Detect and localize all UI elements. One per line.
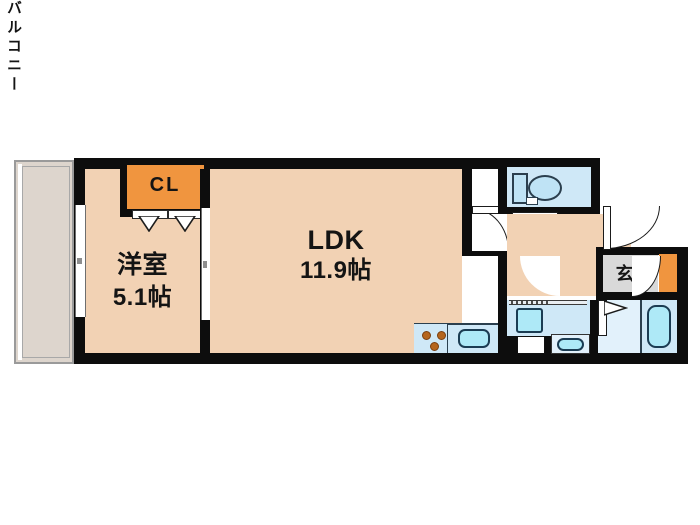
wall-wm-right: [545, 336, 551, 354]
stove-burner-3: [430, 342, 439, 351]
wall-toilet-bottom: [498, 207, 600, 214]
wall-kitchen-left-nub: [410, 318, 415, 354]
stove-burner-2: [437, 331, 446, 340]
balcony-inner-ledge: [18, 164, 22, 360]
bathroom-door-fold-arrow: [604, 300, 628, 316]
room-closet: [126, 165, 204, 209]
hallway-door-swing[interactable]: [472, 208, 509, 251]
balcony-floor: [22, 166, 70, 358]
vanity-counter-dots: [511, 301, 551, 304]
wall-top-toilet: [501, 158, 600, 167]
toilet-tank: [512, 173, 528, 204]
toilet-flush-lever: [526, 197, 538, 205]
entrance-door-swing[interactable]: [605, 206, 660, 249]
kitchen-counter-edge: [414, 323, 498, 325]
wall-washroom-right: [590, 300, 598, 354]
wall-genkan-right: [677, 247, 688, 298]
bathtub: [647, 305, 671, 348]
wall-ldk-hall: [462, 169, 472, 255]
wall-top-main: [74, 158, 501, 169]
closet-label: CL: [149, 174, 181, 196]
ldk-area: 11.9帖: [300, 257, 372, 284]
ldk-name: LDK: [307, 225, 365, 255]
closet-door-arrow-left: [138, 216, 160, 232]
balcony-label: バルコニー: [5, 0, 22, 95]
wall-toilet-left: [498, 158, 507, 213]
wall-genkan-top: [596, 247, 688, 255]
wall-genkan-bottom: [596, 292, 688, 300]
kitchen-sink: [458, 329, 490, 348]
vanity-basin: [516, 308, 543, 333]
wall-right-exterior: [677, 292, 688, 364]
bath-tub-divider: [640, 300, 642, 353]
room-western-area: 5.1帖: [112, 284, 173, 311]
wall-right-upper: [590, 158, 600, 212]
toilet-bowl: [528, 175, 562, 201]
wall-genkan-left: [596, 247, 603, 298]
entrance-door-leaf[interactable]: [603, 206, 611, 250]
washing-machine-space: [517, 336, 545, 354]
entrance-label: 玄: [615, 264, 635, 284]
wall-hall-vert-lower: [498, 248, 507, 354]
closet-door-arrow-right: [174, 216, 196, 232]
bathroom-folding-door[interactable]: [598, 300, 607, 336]
room-western-name: 洋室: [116, 251, 168, 279]
balcony-door-sash: [77, 258, 82, 264]
room-ldk: [210, 169, 462, 353]
shoe-cabinet: [659, 254, 677, 298]
wall-hall-jog: [462, 248, 506, 256]
bedroom-door-sash: [203, 261, 207, 268]
stove-burner-1: [422, 331, 431, 340]
wall-closet-left: [120, 165, 127, 217]
wall-bottom-exterior: [74, 353, 688, 364]
wall-washroom-divider: [507, 336, 517, 354]
washroom-small-basin: [557, 338, 584, 351]
